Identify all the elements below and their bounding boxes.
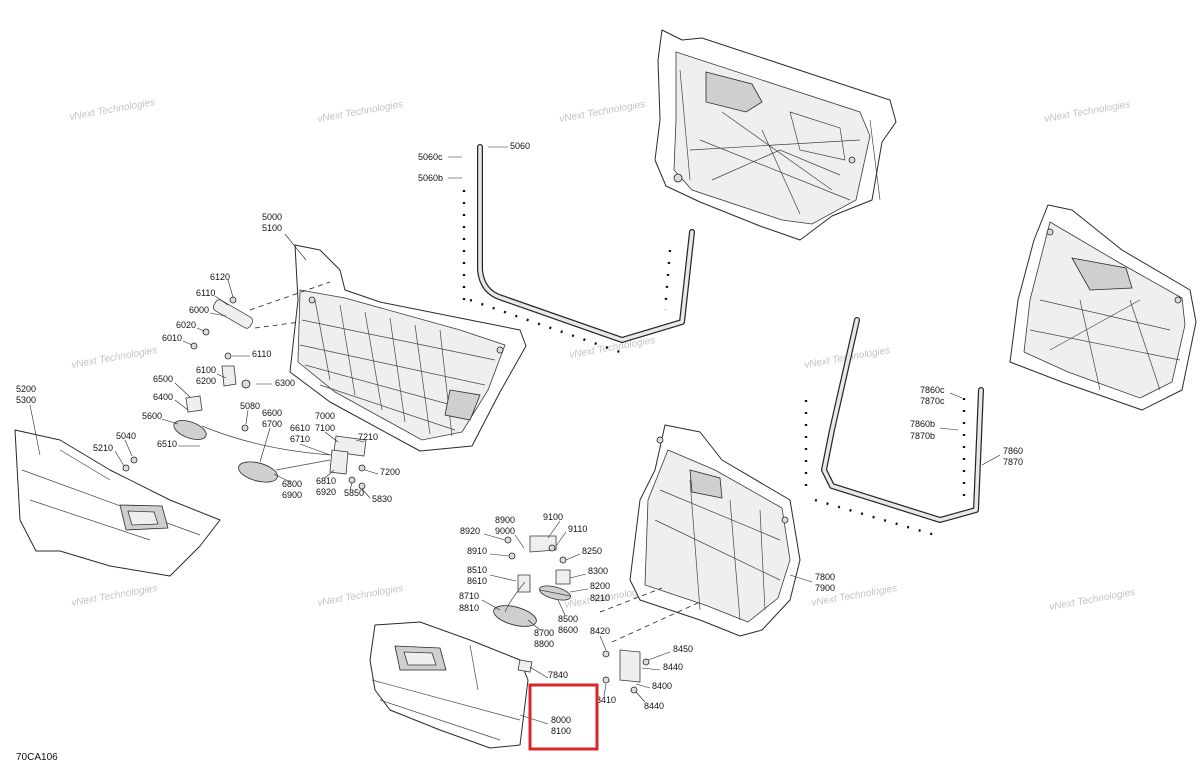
part-label: 8440: [644, 701, 664, 711]
part-label: 6900: [282, 490, 302, 500]
part-label: 6920: [316, 487, 336, 497]
part-label: 6000: [189, 305, 209, 315]
part-label: 6510: [157, 439, 177, 449]
part-label: 7800: [815, 572, 835, 582]
part-label: 6100: [196, 365, 216, 375]
watermark: vNext Technologies: [71, 345, 158, 371]
diagram-code: 70CA106: [16, 752, 58, 763]
part-label: 6010: [162, 333, 182, 343]
part-label: 8300: [588, 566, 608, 576]
part-label: 7870c: [920, 396, 945, 406]
part-label: 7200: [380, 467, 400, 477]
part-label: 6710: [290, 434, 310, 444]
leader-lines: [29, 146, 1001, 725]
part-label: 5850: [344, 488, 364, 498]
part-label: 5100: [262, 223, 282, 233]
part-label: 8700: [534, 628, 554, 638]
part-label: 5600: [142, 411, 162, 421]
part-label: 8810: [459, 603, 479, 613]
part-label: 7870b: [910, 431, 935, 441]
part-label: 5000: [262, 212, 282, 222]
part-label: 8000: [551, 715, 571, 725]
part-label: 8200: [590, 581, 610, 591]
part-label: 8900: [495, 515, 515, 525]
part-label: 6120: [210, 272, 230, 282]
part-label: 5200: [16, 384, 36, 394]
part-label: 8400: [652, 681, 672, 691]
part-label: 7860: [1003, 446, 1023, 456]
part-label: 6700: [262, 419, 282, 429]
part-label: 9100: [543, 512, 563, 522]
part-label: 7870: [1003, 457, 1023, 467]
part-label: 9000: [495, 526, 515, 536]
part-labels: 5060c 5060b 5060 5000 5100 6120 6110 600…: [16, 141, 1023, 736]
part-label: 9110: [568, 524, 587, 534]
door-inner-panel-rear: [629, 424, 801, 637]
watermark: vNext Technologies: [1044, 99, 1131, 125]
part-label: 5040: [116, 431, 136, 441]
watermark: vNext Technologies: [559, 99, 646, 125]
watermark: vNext Technologies: [69, 97, 156, 123]
part-label: 7000: [315, 411, 335, 421]
door-inner-frame-top: [654, 29, 897, 241]
watermark: vNext Technologies: [71, 583, 158, 609]
part-label: 8800: [534, 639, 554, 649]
part-label: 6500: [153, 374, 173, 384]
watermark: vNext Technologies: [1049, 587, 1136, 613]
part-label: 5300: [16, 395, 36, 405]
part-label: 5210: [93, 443, 113, 453]
part-label: 7860c: [920, 385, 945, 395]
part-label: 6110: [252, 349, 271, 359]
rear-door-hardware: [493, 535, 701, 694]
part-label: 6810: [316, 476, 336, 486]
part-label: 8610: [467, 576, 487, 586]
part-label: 5060: [510, 141, 530, 151]
part-label: 6200: [196, 376, 216, 386]
part-label: 8410: [596, 695, 616, 705]
part-label: 6400: [153, 392, 173, 402]
part-label: 8100: [551, 726, 571, 736]
door-outer-panel-front: [14, 429, 221, 577]
part-label: 6800: [282, 479, 302, 489]
part-label: 7840: [548, 670, 568, 680]
part-label: 8710: [459, 591, 479, 601]
watermark: vNext Technologies: [317, 583, 404, 609]
part-label: 8910: [467, 546, 487, 556]
part-label: 7860b: [910, 419, 935, 429]
part-label: 6610: [290, 423, 310, 433]
door-seal-front: [462, 144, 695, 354]
watermark: vNext Technologies: [317, 99, 404, 125]
part-label: 6600: [262, 408, 282, 418]
part-label: 8500: [558, 614, 578, 624]
part-label: 5060c: [418, 152, 443, 162]
part-label: 8510: [467, 565, 487, 575]
part-label: 6300: [275, 378, 295, 388]
part-label: 8440: [663, 662, 683, 672]
door-outer-panel-rear: [369, 621, 529, 749]
door-inner-panel-front: [289, 244, 527, 452]
part-label: 6020: [176, 320, 196, 330]
part-label: 8920: [460, 526, 480, 536]
door-seal-rear: [804, 317, 984, 537]
part-label: 8420: [590, 626, 610, 636]
front-door-hardware: [122, 281, 367, 490]
door-inner-frame-right: [1009, 204, 1197, 411]
part-label: 8250: [582, 546, 602, 556]
part-label: 6110: [196, 288, 215, 298]
part-label: 7100: [315, 423, 335, 433]
highlight-box: [528, 683, 599, 751]
part-label: 8210: [590, 593, 610, 603]
part-label: 7900: [815, 583, 835, 593]
part-label: 8450: [673, 644, 693, 654]
part-label: 5080: [240, 401, 260, 411]
part-label: 5060b: [418, 173, 443, 183]
part-label: 8600: [558, 625, 578, 635]
part-label: 7210: [358, 432, 378, 442]
part-label: 5830: [372, 494, 392, 504]
